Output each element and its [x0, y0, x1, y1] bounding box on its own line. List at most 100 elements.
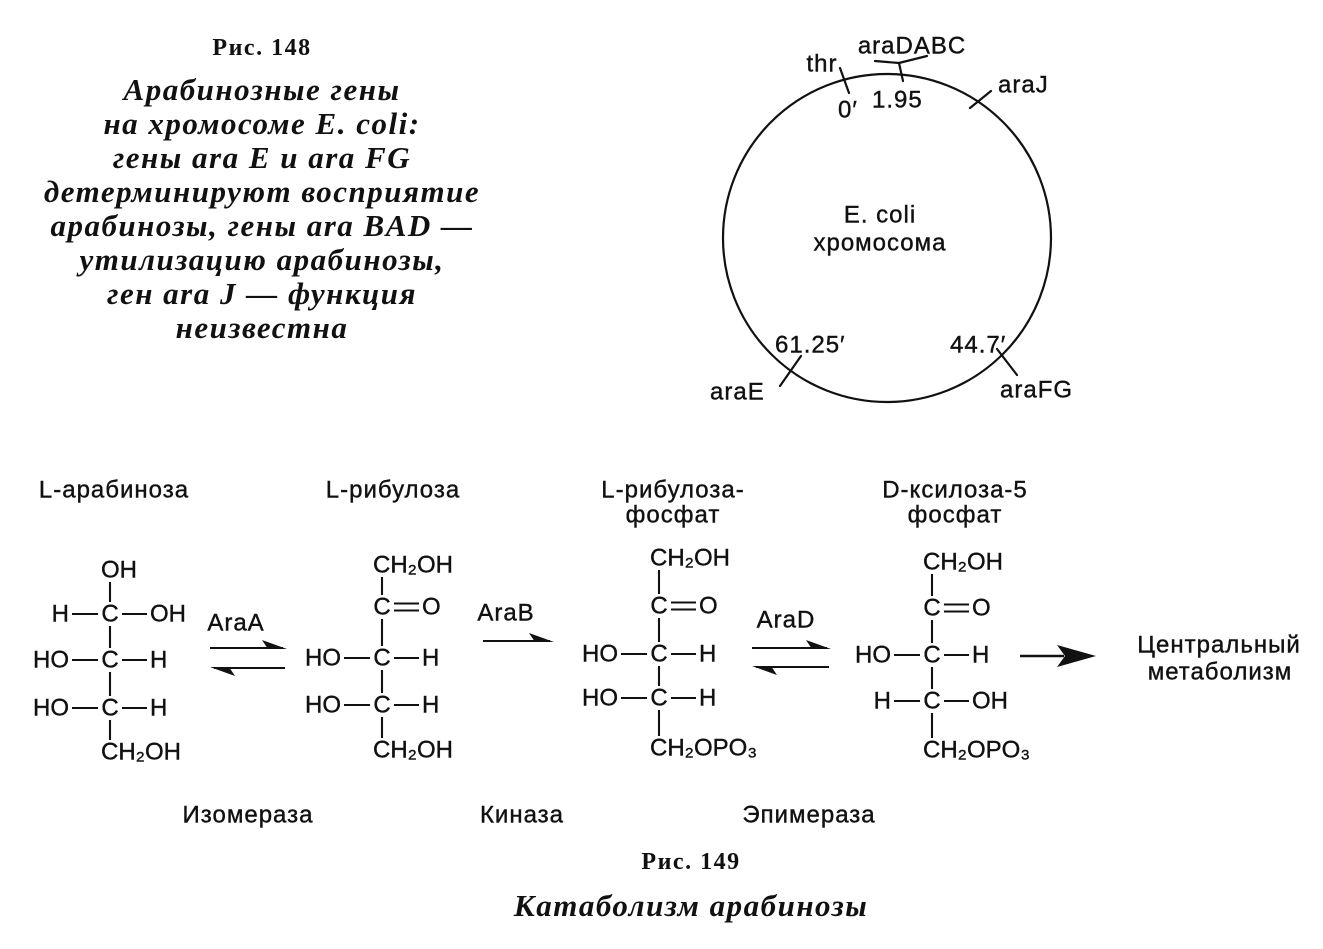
- arrow-to-central-metabolism: [1020, 645, 1096, 667]
- equilibrium-arrow-forward: [210, 640, 287, 650]
- enzyme-label: AraD: [757, 607, 816, 634]
- carbon-atom: C: [101, 601, 118, 628]
- locus-tick: [838, 66, 851, 95]
- right-substituent: H: [150, 647, 167, 674]
- locus-tick: [897, 61, 905, 83]
- locus-tick: [778, 354, 803, 388]
- terminal-group-bottom: CH₂OH: [101, 739, 181, 766]
- carbon-atom: C: [101, 647, 118, 674]
- figure-148-caption: Арабинозные гены на хромосоме E. coli: г…: [0, 73, 524, 345]
- terminal-group-top: CH₂OH: [650, 545, 730, 572]
- caption-line: арабинозы, гены ara BAD —: [50, 208, 474, 243]
- caption-line: неизвестна: [175, 310, 349, 345]
- carbon-atom: C: [923, 688, 940, 715]
- enzyme-label: AraA: [207, 610, 264, 637]
- end-product-label: Центральный: [1137, 632, 1300, 659]
- end-product-label: метаболизм: [1148, 659, 1293, 686]
- reaction-step: AraA Изомераза: [182, 609, 314, 829]
- locus-tick: [968, 89, 993, 110]
- arrow-head: [210, 667, 235, 676]
- carbon-atom: C: [373, 645, 390, 672]
- carbon-atom: C: [650, 641, 667, 668]
- enzyme-class-label: Киназа: [480, 802, 564, 829]
- locus-araj: araJ: [968, 71, 1049, 110]
- figure-149-caption: Катаболизм арабинозы: [513, 888, 869, 923]
- enzyme-class-label: Эпимераза: [742, 802, 875, 829]
- arrow-head: [529, 633, 554, 642]
- enzyme-label: AraB: [477, 600, 534, 627]
- arrow-head: [262, 640, 287, 649]
- carbon-atom: C: [373, 594, 390, 621]
- left-substituent: H: [52, 601, 69, 628]
- locus-position-label: 0′: [838, 97, 858, 124]
- left-substituent: HO: [582, 641, 618, 668]
- caption-line: на хромосоме E. coli:: [103, 106, 421, 141]
- carbon-atom: C: [101, 695, 118, 722]
- right-substituent: H: [699, 641, 716, 668]
- chromosome-center-label: хромосома: [813, 230, 946, 257]
- compound-name: L-рибулоза: [326, 477, 461, 504]
- arrow-head: [752, 666, 777, 675]
- chromosome-center-label: E. coli: [844, 202, 916, 229]
- equilibrium-arrow-reverse: [210, 666, 285, 676]
- left-substituent: HO: [33, 647, 69, 674]
- chromosome-map: thr 0′ araDABC 1.95 araJ 44.7′ araFG 61.…: [710, 32, 1073, 405]
- right-substituent: H: [422, 692, 439, 719]
- compound-name: L-рибулоза-: [601, 477, 744, 504]
- left-substituent: HO: [855, 642, 891, 669]
- locus-position-label: 61.25′: [775, 332, 846, 359]
- locus-aradabc: araDABC 1.95: [858, 32, 966, 114]
- terminal-group-top: OH: [101, 557, 137, 584]
- right-substituent: O: [699, 593, 718, 620]
- terminal-group-bottom: CH₂OH: [373, 737, 453, 764]
- caption-line: ген ara J — функция: [107, 276, 417, 311]
- compound-name: D-ксилоза-5: [882, 477, 1028, 504]
- locus-thr: thr 0′: [806, 50, 858, 124]
- locus-arae: 61.25′ araE: [710, 331, 846, 405]
- caption-line: детерминируют восприятие: [43, 174, 481, 209]
- right-substituent: H: [422, 645, 439, 672]
- enzyme-class-label: Изомераза: [183, 802, 314, 829]
- locus-position-label: 1.95: [872, 87, 923, 114]
- chromosome-circle: [721, 72, 1053, 404]
- locus-position-label: 44.7′: [950, 332, 1006, 359]
- arrow-head: [1057, 645, 1096, 667]
- reaction-step: AraB Киназа: [477, 599, 564, 829]
- compound-name: L-арабиноза: [39, 477, 189, 504]
- right-substituent: H: [699, 685, 716, 712]
- figure-149-number: Рис. 149: [641, 849, 741, 875]
- right-substituent: OH: [150, 601, 186, 628]
- carbon-atom: C: [923, 595, 940, 622]
- left-substituent: HO: [33, 695, 69, 722]
- carbon-atom: C: [650, 593, 667, 620]
- left-substituent: HO: [305, 645, 341, 672]
- reaction-arrow: [483, 633, 554, 643]
- arrow-head: [806, 640, 831, 649]
- caption-line: утилизацию арабинозы,: [79, 242, 445, 277]
- equilibrium-arrow-forward: [752, 640, 831, 650]
- compound-name: фосфат: [908, 502, 1003, 529]
- right-substituent: H: [150, 695, 167, 722]
- compound-name: фосфат: [626, 502, 721, 529]
- right-substituent: OH: [972, 688, 1008, 715]
- right-substituent: O: [972, 595, 991, 622]
- terminal-group-top: CH₂OH: [373, 552, 453, 579]
- locus-gene-label: araJ: [998, 72, 1049, 99]
- left-substituent: H: [874, 688, 891, 715]
- equilibrium-arrow-reverse: [752, 665, 829, 675]
- caption-line: Арабинозные гены: [123, 72, 401, 107]
- locus-gene-label: araDABC: [858, 33, 966, 60]
- terminal-group-bottom: CH₂OPO₃: [650, 735, 757, 762]
- locus-gene-label: araFG: [1000, 377, 1073, 404]
- terminal-group-top: CH₂OH: [923, 549, 1003, 576]
- locus-gene-label: thr: [806, 51, 837, 78]
- left-substituent: HO: [305, 692, 341, 719]
- pathway-steps: AraA Изомераза AraB Киназа AraD Эпимераза: [182, 599, 875, 829]
- carbon-atom: C: [373, 692, 390, 719]
- caption-line: гены ara E и ara FG: [112, 140, 412, 175]
